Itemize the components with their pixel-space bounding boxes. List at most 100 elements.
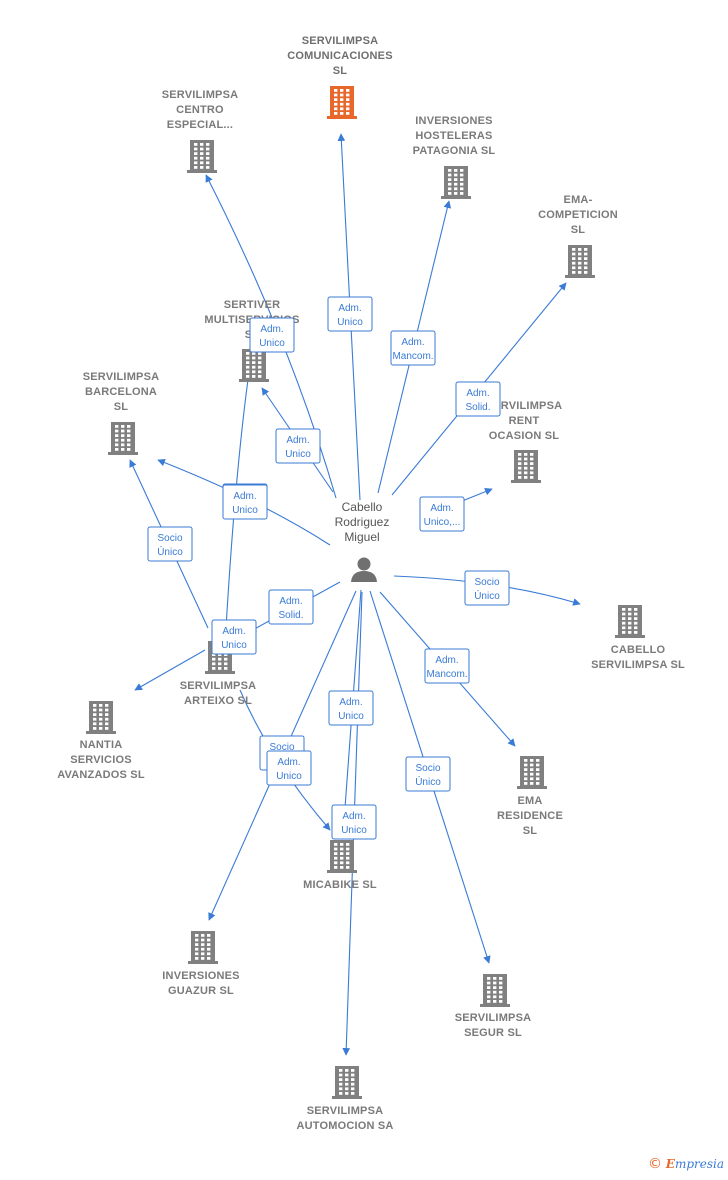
edge-label-line: Socio [269,742,294,753]
edge-label-line: Adm. [401,337,424,348]
edge-label-line: Unico,... [424,517,461,528]
company-name-line: SERVILIMPSA [307,1105,384,1117]
edge-label-center-to-centro[interactable]: Adm.Unico [249,317,295,353]
edge-label-box [390,330,436,366]
edge-label-line: Mancom. [392,351,433,362]
company-name-line: SL [114,401,129,413]
copyright-icon: © [647,1156,662,1172]
company-name-line: ESPECIAL... [167,119,233,131]
company-node-centro[interactable]: SERVILIMPSACENTROESPECIAL... [162,89,239,173]
company-name-line: SERVILIMPSA [455,1012,532,1024]
edge-arteixo-to-nantia [134,649,206,691]
company-name-line: EMA [517,795,542,807]
company-name-line: SL [571,224,586,236]
company-name-line: SERVILIMPSA SL [591,659,685,671]
company-name-line: HOSTELERAS [415,130,492,142]
building-icon [108,422,138,455]
company-name-line: SERVILIMPSA [486,400,563,412]
building-icon [86,701,116,734]
edge-label-center-to-ema_residence[interactable]: Adm.Mancom. [424,648,470,684]
company-name-line: RENT [509,415,540,427]
edge-label-arteixo-to-sertiver[interactable]: Adm. Unico [222,484,268,520]
edge-label-center-to-micabike[interactable]: Adm.Unico [328,690,374,726]
building-icon [480,974,510,1007]
edge-label-center-to-patagonia[interactable]: Adm. Mancom. [390,330,436,366]
company-node-ema_competicion[interactable]: EMA- COMPETICION SL [538,194,618,278]
company-name-line: MICABIKE SL [303,879,377,891]
edge-label-center-to-automocion[interactable]: Adm.Unico [331,804,377,840]
company-node-micabike[interactable]: MICABIKE SL [303,840,377,891]
company-name-line: SL [523,825,538,837]
empresia-brand[interactable]: © Empresia [648,1156,724,1172]
edge-label-line: Adm. [338,303,361,314]
company-node-ema_residence[interactable]: EMA RESIDENCE SL [497,756,563,837]
edge-label-line: Adm. [430,503,453,514]
edge-label-box [405,756,451,792]
edge-label-line: Solid. [278,610,303,621]
edge-label-center-to-comunicaciones[interactable]: Adm.Unico [327,296,373,332]
edge-label-center-to-sertiver[interactable]: Adm. Unico [275,428,321,464]
company-node-segur[interactable]: SERVILIMPSA SEGUR SL [455,974,532,1039]
company-name-line: COMPETICION [538,209,618,221]
company-name-line: SEGUR SL [464,1027,522,1039]
edge-label-line: Adm. [286,435,309,446]
edge-label-line: Unico [285,449,311,460]
person-name-line: Rodriguez [335,515,390,529]
company-name-line: GUAZUR SL [168,985,234,997]
company-name-line: AVANZADOS SL [57,769,145,781]
person-name-line: Cabello [342,500,383,514]
edge-arteixo-to-sertiver [225,357,254,629]
company-name-line: EMA- [564,194,593,206]
company-name-line: SERVILIMPSA [83,371,160,383]
company-name-line: SERVILIMPSA [162,89,239,101]
company-name-line: SERVILIMPSA [180,680,257,692]
edge-label-box [147,526,193,562]
company-name-line: CABELLO [611,644,666,656]
edge-label-box [266,750,312,786]
building-icon [327,86,357,119]
building-icon [239,349,269,382]
edge-label-box [331,804,377,840]
edge-label-arteixo-to-micabike[interactable]: Adm. Unico [266,750,312,786]
company-node-guazur[interactable]: INVERSIONES GUAZUR SL [162,931,239,997]
company-name-line: INVERSIONES [162,970,239,982]
edge-label-center-to-rent[interactable]: Adm. Unico,... [419,496,465,532]
company-name-line: NANTIA [80,739,123,751]
edge-label-center-to-arteixo[interactable]: Adm.Solid. [268,589,314,625]
building-icon [332,1066,362,1099]
person-icon [351,557,377,582]
edge-label-line: Solid. [465,402,490,413]
edge-label-line: Adm. [233,491,256,502]
edge-label-line: Unico [232,505,258,516]
edge-label-line: Adm. [342,811,365,822]
edge-label-center-to-ema_competicion[interactable]: Adm.Solid. [455,381,501,417]
edges-layer [129,133,581,1056]
edge-label-arteixo-to-nantia[interactable]: Adm.Unico [211,619,257,655]
company-name-line: SERVILIMPSA [302,35,379,47]
edge-label-line: Unico [276,771,302,782]
edge-label-box [211,619,257,655]
building-icon [188,931,218,964]
edge-label-line: Adm. [277,757,300,768]
company-name-line: RESIDENCE [497,810,563,822]
edge-label-line: Único [474,589,500,602]
edge-label-line: Adm. [435,655,458,666]
building-icon [565,245,595,278]
edge-label-line: Unico [221,640,247,651]
company-node-cabello_serv[interactable]: CABELLO SERVILIMPSA SL [591,605,685,671]
company-name-line: SERTIVER [224,299,281,311]
edge-label-box [249,317,295,353]
edge-label-line: Socio [157,533,182,544]
